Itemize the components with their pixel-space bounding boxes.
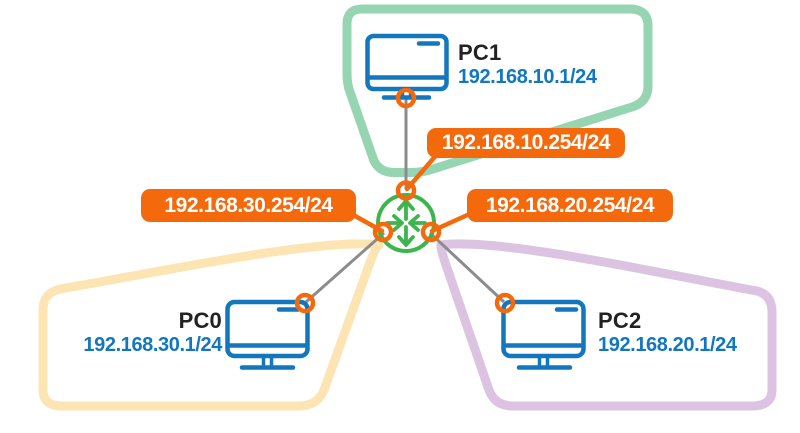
port-ring-router-right [420, 221, 442, 243]
router-interface-label-pc2: 192.168.20.254/24 [467, 189, 673, 222]
pc2-label: PC2 192.168.20.1/24 [598, 308, 737, 357]
link-router-pc2 [428, 231, 506, 304]
pc1-label: PC1 192.168.10.1/24 [458, 40, 597, 89]
pc0-name: PC0 [178, 308, 222, 333]
pc1-icon [365, 33, 449, 100]
pc0-label: PC0 192.168.30.1/24 [83, 308, 222, 357]
port-ring-router-left [372, 221, 394, 243]
pc0-ip: 192.168.30.1/24 [83, 334, 222, 356]
pc2-name: PC2 [598, 308, 642, 333]
port-ring-pc2 [494, 292, 516, 314]
router-arrows [385, 199, 427, 247]
zone-pc0-network [38, 239, 384, 411]
port-ring-pc1 [395, 87, 417, 109]
router-interface-label-pc0: 192.168.30.254/24 [141, 189, 356, 222]
pc0-icon [225, 299, 310, 370]
router-interface-label-pc1: 192.168.10.254/24 [427, 128, 625, 158]
pc1-ip: 192.168.10.1/24 [458, 66, 597, 88]
port-ring-router-top [395, 180, 417, 201]
link-router-pc0 [305, 231, 385, 304]
pc2-ip: 192.168.20.1/24 [598, 334, 737, 356]
pc2-icon [501, 299, 586, 370]
port-ring-pc0 [294, 292, 316, 314]
zone-pc2-network [436, 239, 777, 411]
pc1-name: PC1 [458, 40, 502, 65]
zone-pc1-network [342, 4, 653, 177]
